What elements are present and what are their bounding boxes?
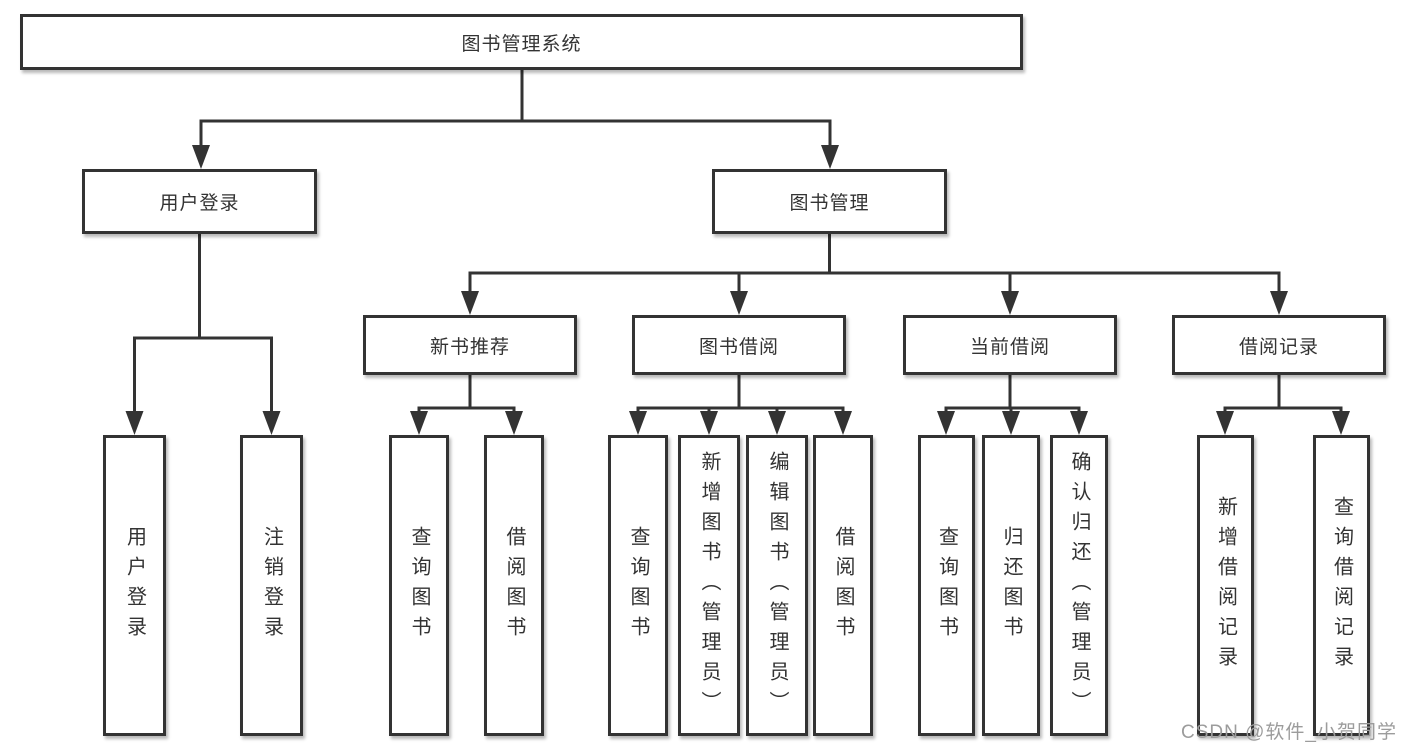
leaf-user-login-label: 用户登录: [123, 525, 146, 646]
leaf-current-query-books-label: 查询图书: [935, 525, 958, 646]
leaf-borrow-add-books-admin-label: 新增图书（管理员）: [698, 450, 720, 721]
leaf-records-add-record: 新增借阅记录: [1197, 435, 1254, 736]
leaf-current-confirm-return-admin-label: 确认归还（管理员）: [1068, 450, 1090, 721]
connector-records-to-leaves: [1223, 375, 1343, 413]
leaf-logout-label: 注销登录: [260, 525, 283, 646]
connector-root-to-level2: [199, 70, 832, 147]
leaf-current-return-books: 归还图书: [982, 435, 1040, 736]
node-user-login-label: 用户登录: [159, 193, 240, 214]
node-book-management: 图书管理: [712, 169, 947, 234]
node-book-borrow: 图书借阅: [632, 315, 846, 375]
leaf-borrow-borrow-books-label: 借阅图书: [832, 525, 854, 646]
arrowheads: [125, 145, 1350, 435]
csdn-watermark: CSDN @软件_小贺同学: [1181, 722, 1397, 743]
node-book-management-label: 图书管理: [789, 193, 870, 214]
leaf-current-query-books: 查询图书: [918, 435, 975, 736]
connector-current-to-leaves: [944, 375, 1081, 413]
node-new-book-recommend: 新书推荐: [363, 315, 577, 375]
leaf-records-query-record-label: 查询借阅记录: [1330, 495, 1353, 676]
leaf-user-login: 用户登录: [103, 435, 166, 736]
leaf-records-query-record: 查询借阅记录: [1313, 435, 1370, 736]
leaf-borrow-query-books: 查询图书: [608, 435, 668, 736]
node-new-book-recommend-label: 新书推荐: [429, 336, 510, 358]
leaf-borrow-query-books-label: 查询图书: [627, 525, 649, 646]
leaf-logout: 注销登录: [240, 435, 303, 736]
node-root: 图书管理系统: [20, 14, 1023, 70]
leaf-recommend-borrow-books: 借阅图书: [484, 435, 544, 736]
leaf-current-return-books-label: 归还图书: [1000, 525, 1022, 646]
leaf-recommend-query-books: 查询图书: [389, 435, 449, 736]
leaf-records-add-record-label: 新增借阅记录: [1214, 495, 1237, 676]
node-book-borrow-label: 图书借阅: [698, 336, 779, 358]
connector-bookmgmt-to-level3: [468, 234, 1281, 293]
leaf-borrow-add-books-admin: 新增图书（管理员）: [678, 435, 740, 736]
node-borrow-records: 借阅记录: [1172, 315, 1386, 375]
node-user-login: 用户登录: [82, 169, 317, 234]
connector-borrow-to-leaves: [636, 375, 845, 413]
node-current-borrow-label: 当前借阅: [969, 336, 1050, 358]
leaf-recommend-borrow-books-label: 借阅图书: [503, 525, 525, 646]
leaf-borrow-borrow-books: 借阅图书: [813, 435, 873, 736]
leaf-recommend-query-books-label: 查询图书: [408, 525, 430, 646]
node-borrow-records-label: 借阅记录: [1238, 336, 1319, 358]
leaf-borrow-edit-books-admin-label: 编辑图书（管理员）: [766, 450, 788, 721]
node-current-borrow: 当前借阅: [903, 315, 1117, 375]
leaf-borrow-edit-books-admin: 编辑图书（管理员）: [746, 435, 808, 736]
connector-userlogin-to-leaves: [133, 234, 273, 413]
leaf-current-confirm-return-admin: 确认归还（管理员）: [1050, 435, 1108, 736]
node-root-label: 图书管理系统: [461, 33, 582, 55]
connector-recommend-to-leaves: [417, 375, 516, 413]
